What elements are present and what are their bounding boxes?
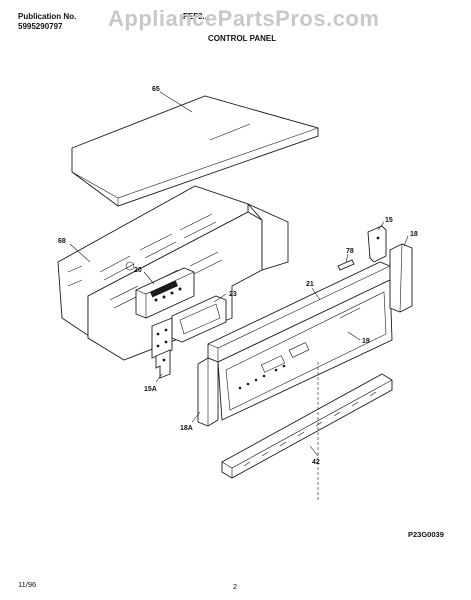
label-23: 23 [229,291,237,298]
footer-page-number: 2 [233,582,238,591]
label-18a: 18A [180,425,193,432]
site-watermark: AppliancePartsPros.com [108,6,380,31]
label-20: 20 [134,267,142,274]
part-42-trim-strip [221,373,393,479]
publication-number: 5995290797 [18,22,63,31]
part-18-end-cap [389,243,413,313]
label-78: 78 [346,248,354,255]
model-number: FEF3... [183,12,210,21]
part-19-control-panel [217,279,393,421]
section-title: CONTROL PANEL [208,34,277,43]
part-65-top-cover [71,95,319,207]
label-15: 15 [385,217,393,224]
publication-label: Publication No. [18,12,77,21]
label-21: 21 [306,281,314,288]
label-68: 68 [58,238,66,245]
drawing-code: P23G0039 [408,530,444,539]
label-65: 65 [152,86,160,93]
label-18: 18 [410,231,418,238]
label-42: 42 [312,459,320,466]
part-18a-end-cap [197,357,219,427]
part-23-electronic-board [151,295,227,359]
part-20-control-board [135,267,195,319]
leader-lines [69,91,409,457]
label-19: 19 [362,338,370,345]
part-15a-bracket [155,349,171,379]
part-15-bracket [367,225,387,263]
label-15a: 15A [144,386,157,393]
footer-date: 11/96 [18,580,37,589]
part-78-clip [337,259,355,271]
